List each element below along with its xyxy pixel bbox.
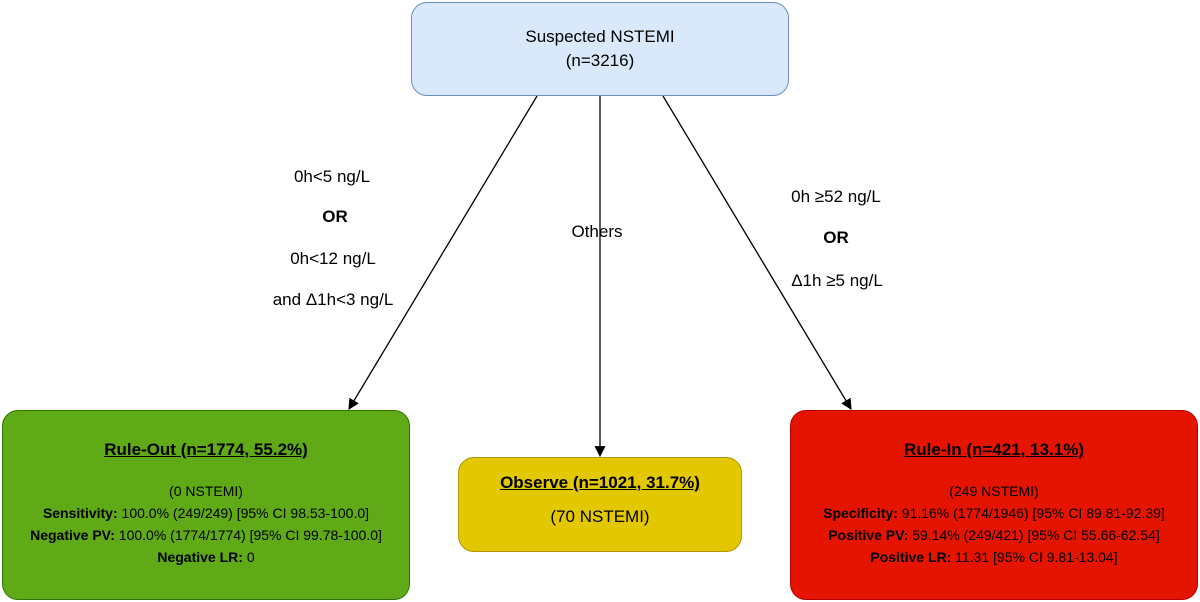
edge-label-left-2: 0h<12 ng/L bbox=[290, 249, 376, 268]
metric-label: Negative PV: bbox=[30, 527, 115, 543]
rule-in-positive-pv: Positive PV: 59.14% (249/421) [95% CI 55… bbox=[828, 524, 1160, 546]
metric-label: Specificity: bbox=[823, 505, 898, 521]
rule-in-positive-lr: Positive LR: 11.31 [95% CI 9.81-13.04] bbox=[870, 546, 1117, 568]
metric-value: 100.0% (249/249) [95% CI 98.53-100.0] bbox=[117, 505, 370, 521]
metric-label: Positive LR: bbox=[870, 549, 952, 565]
metric-value: 91.16% (1774/1946) [95% CI 89.81-92.39] bbox=[897, 505, 1165, 521]
root-node-suspected-nstemi: Suspected NSTEMI (n=3216) bbox=[411, 2, 789, 96]
edge-label-right-2: Δ1h ≥5 ng/L bbox=[791, 271, 883, 290]
edge-label-right-or: OR bbox=[823, 228, 849, 247]
metric-value: 100.0% (1774/1774) [95% CI 99.78-100.0] bbox=[114, 527, 382, 543]
arrow-to-rule-in bbox=[662, 95, 852, 410]
rule-out-events: (0 NSTEMI) bbox=[169, 483, 243, 499]
rule-out-node: Rule-Out (n=1774, 55.2%) (0 NSTEMI) Sens… bbox=[2, 410, 410, 600]
rule-in-specificity: Specificity: 91.16% (1774/1946) [95% CI … bbox=[823, 502, 1165, 524]
edge-label-left-or: OR bbox=[322, 207, 348, 226]
arrow-to-rule-out bbox=[348, 95, 538, 410]
metric-value: 11.31 [95% CI 9.81-13.04] bbox=[951, 549, 1118, 565]
root-count: (n=3216) bbox=[565, 51, 635, 70]
rule-in-events: (249 NSTEMI) bbox=[949, 483, 1039, 499]
rule-out-sensitivity: Sensitivity: 100.0% (249/249) [95% CI 98… bbox=[43, 502, 369, 524]
rule-out-negative-lr: Negative LR: 0 bbox=[157, 546, 254, 568]
rule-in-node: Rule-In (n=421, 13.1%) (249 NSTEMI) Spec… bbox=[790, 410, 1198, 600]
observe-events: (70 NSTEMI) bbox=[550, 507, 650, 526]
root-title: Suspected NSTEMI bbox=[525, 27, 675, 46]
metric-value: 59.14% (249/421) [95% CI 55.66-62.54] bbox=[908, 527, 1160, 543]
edge-label-left-1: 0h<5 ng/L bbox=[293, 167, 371, 186]
observe-node: Observe (n=1021, 31.7%) (70 NSTEMI) bbox=[458, 457, 742, 552]
edge-label-left-3: and Δ1h<3 ng/L bbox=[272, 290, 394, 309]
metric-label: Positive PV: bbox=[828, 527, 909, 543]
metric-label: Sensitivity: bbox=[42, 505, 118, 521]
edge-label-middle: Others bbox=[571, 222, 623, 241]
rule-in-title: Rule-In (n=421, 13.1%) bbox=[904, 440, 1084, 459]
metric-value: 0 bbox=[242, 549, 255, 565]
rule-out-negative-pv: Negative PV: 100.0% (1774/1774) [95% CI … bbox=[30, 524, 382, 546]
metric-label: Negative LR: bbox=[157, 549, 243, 565]
observe-title: Observe (n=1021, 31.7%) bbox=[500, 473, 700, 492]
rule-out-title: Rule-Out (n=1774, 55.2%) bbox=[104, 440, 308, 459]
edge-label-right-1: 0h ≥52 ng/L bbox=[791, 187, 881, 206]
